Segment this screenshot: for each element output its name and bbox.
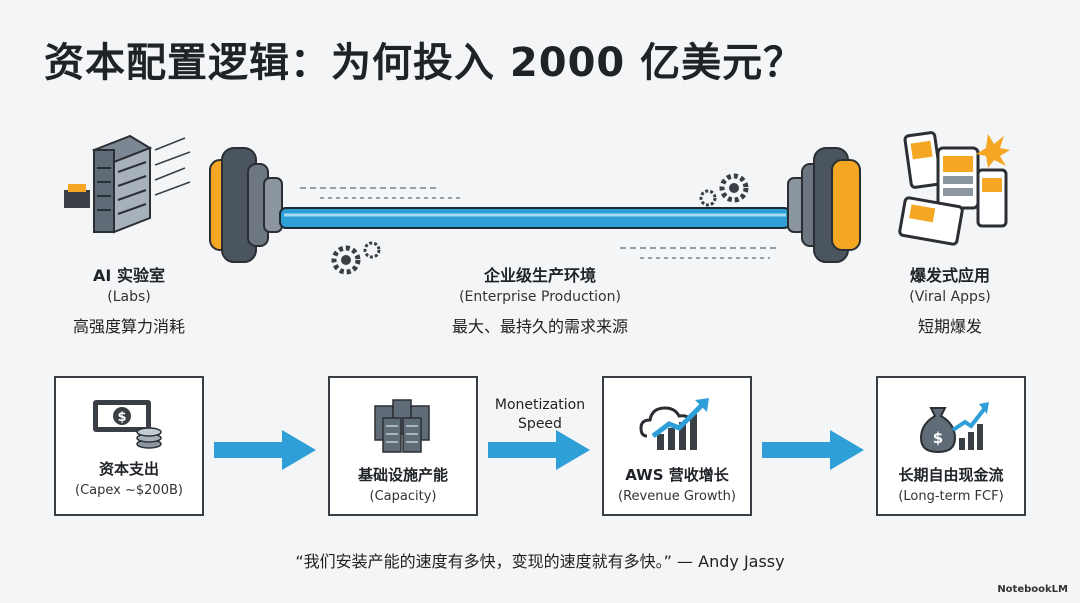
flow-capex-title: 资本支出 <box>56 458 202 479</box>
flow-capacity-subtitle: (Capacity) <box>330 489 476 504</box>
enterprise-subtitle: (Enterprise Production) <box>390 289 690 305</box>
viral-apps-label: 爆发式应用 (Viral Apps) 短期爆发 <box>870 262 1030 337</box>
flow-box-fcf: $ 长期自由现金流 (Long-term FCF) <box>876 376 1026 516</box>
labs-title: AI 实验室 <box>44 262 214 286</box>
svg-text:$: $ <box>117 410 126 425</box>
enterprise-title: 企业级生产环境 <box>390 262 690 286</box>
mobile-devices-icon <box>899 132 1010 245</box>
servers-icon <box>363 396 443 456</box>
cloud-growth-icon <box>637 396 717 456</box>
svg-text:$: $ <box>933 429 943 447</box>
viral-apps-description: 短期爆发 <box>870 313 1030 337</box>
flow-capacity-title: 基础设施产能 <box>330 464 476 485</box>
arrow-1-icon <box>214 428 318 472</box>
viral-apps-subtitle: (Viral Apps) <box>870 289 1030 305</box>
flow-box-revenue: AWS 营收增长 (Revenue Growth) <box>602 376 752 516</box>
server-rack-icon <box>64 136 190 232</box>
flow-revenue-title: AWS 营收增长 <box>604 464 750 485</box>
flow-box-capex: $ 资本支出 (Capex ~$200B) <box>54 376 204 516</box>
flow-box-capacity: 基础设施产能 (Capacity) <box>328 376 478 516</box>
enterprise-label: 企业级生产环境 (Enterprise Production) 最大、最持久的需… <box>390 262 690 337</box>
flow-fcf-title: 长期自由现金流 <box>878 464 1024 485</box>
viral-apps-title: 爆发式应用 <box>870 262 1030 286</box>
money-bag-chart-icon: $ <box>911 396 991 456</box>
flow-fcf-subtitle: (Long-term FCF) <box>878 489 1024 504</box>
labs-subtitle: (Labs) <box>44 289 214 305</box>
arrow-3-icon <box>762 428 866 472</box>
brand-logo: NotebookLM <box>997 584 1068 595</box>
flow-capex-subtitle: (Capex ~$200B) <box>56 483 202 498</box>
labs-description: 高强度算力消耗 <box>44 313 214 337</box>
page-title: 资本配置逻辑：为何投入 2000 亿美元？ <box>44 30 804 88</box>
arrow-2-icon <box>488 428 592 472</box>
quote-text: “我们安装产能的速度有多快，变现的速度就有多快。” — Andy Jassy <box>0 548 1080 572</box>
money-icon: $ <box>89 396 169 450</box>
labs-label: AI 实验室 (Labs) 高强度算力消耗 <box>44 262 214 337</box>
enterprise-description: 最大、最持久的需求来源 <box>390 313 690 337</box>
flow-revenue-subtitle: (Revenue Growth) <box>604 489 750 504</box>
barbell-icon <box>210 148 860 272</box>
